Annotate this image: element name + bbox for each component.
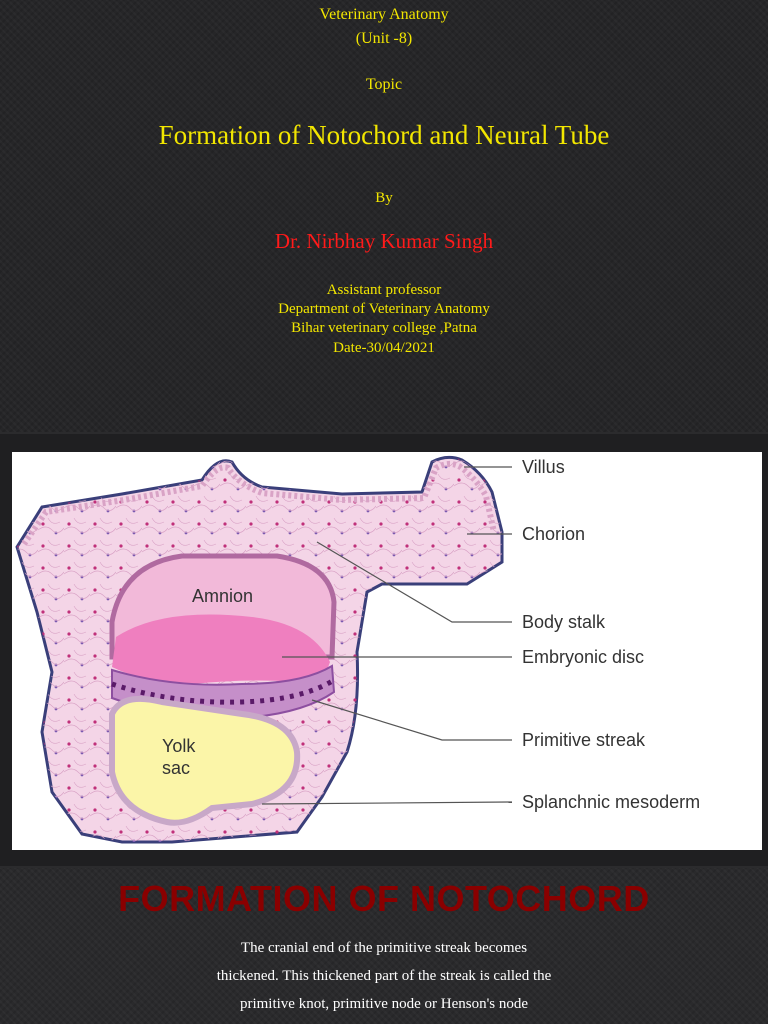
author-name: Dr. Nirbhay Kumar Singh bbox=[274, 229, 494, 253]
topic-label: Topic bbox=[365, 76, 403, 93]
label-yolk: Yolk bbox=[162, 736, 196, 756]
label-chorion: Chorion bbox=[522, 524, 585, 544]
section-heading: FORMATION OF NOTOCHORD bbox=[118, 878, 650, 919]
primitive-streak-cells bbox=[111, 677, 336, 705]
embryo-diagram-svg: Amnion Yolk sac Villus Chorion Body stal… bbox=[15, 455, 700, 844]
body-line-1: The cranial end of the primitive streak … bbox=[240, 940, 528, 956]
title-slide: Veterinary Anatomy (Unit -8) Topic Forma… bbox=[0, 0, 768, 432]
label-amnion: Amnion bbox=[192, 586, 253, 606]
author-designation: Assistant professor bbox=[326, 282, 442, 298]
slide-title: Formation of Notochord and Neural Tube bbox=[158, 120, 610, 150]
unit-label: (Unit -8) bbox=[355, 30, 413, 47]
author-college: Bihar veterinary college ,Patna bbox=[291, 320, 477, 336]
label-sac: sac bbox=[162, 758, 190, 778]
author-department: Department of Veterinary Anatomy bbox=[278, 301, 490, 317]
notochord-slide: FORMATION OF NOTOCHORD The cranial end o… bbox=[0, 868, 768, 1024]
course-name: Veterinary Anatomy bbox=[319, 6, 449, 23]
diagram-slide: Amnion Yolk sac Villus Chorion Body stal… bbox=[0, 434, 768, 866]
embryo-diagram: Amnion Yolk sac Villus Chorion Body stal… bbox=[12, 452, 762, 850]
label-embryonic-disc: Embryonic disc bbox=[522, 647, 644, 667]
label-splanchnic-mesoderm: Splanchnic mesoderm bbox=[522, 792, 700, 812]
by-label: By bbox=[375, 190, 393, 206]
embryonic-disc bbox=[112, 614, 330, 684]
presentation-date: Date-30/04/2021 bbox=[333, 340, 435, 356]
label-villus: Villus bbox=[522, 457, 565, 477]
label-body-stalk: Body stalk bbox=[522, 612, 606, 632]
trophoblast-border bbox=[21, 460, 497, 546]
label-primitive-streak: Primitive streak bbox=[522, 730, 646, 750]
yolk-sac bbox=[109, 696, 301, 826]
body-line-3: primitive knot, primitive node or Henson… bbox=[239, 996, 529, 1012]
label-pointers bbox=[261, 466, 513, 805]
body-line-2: thickened. This thickened part of the st… bbox=[216, 968, 552, 984]
